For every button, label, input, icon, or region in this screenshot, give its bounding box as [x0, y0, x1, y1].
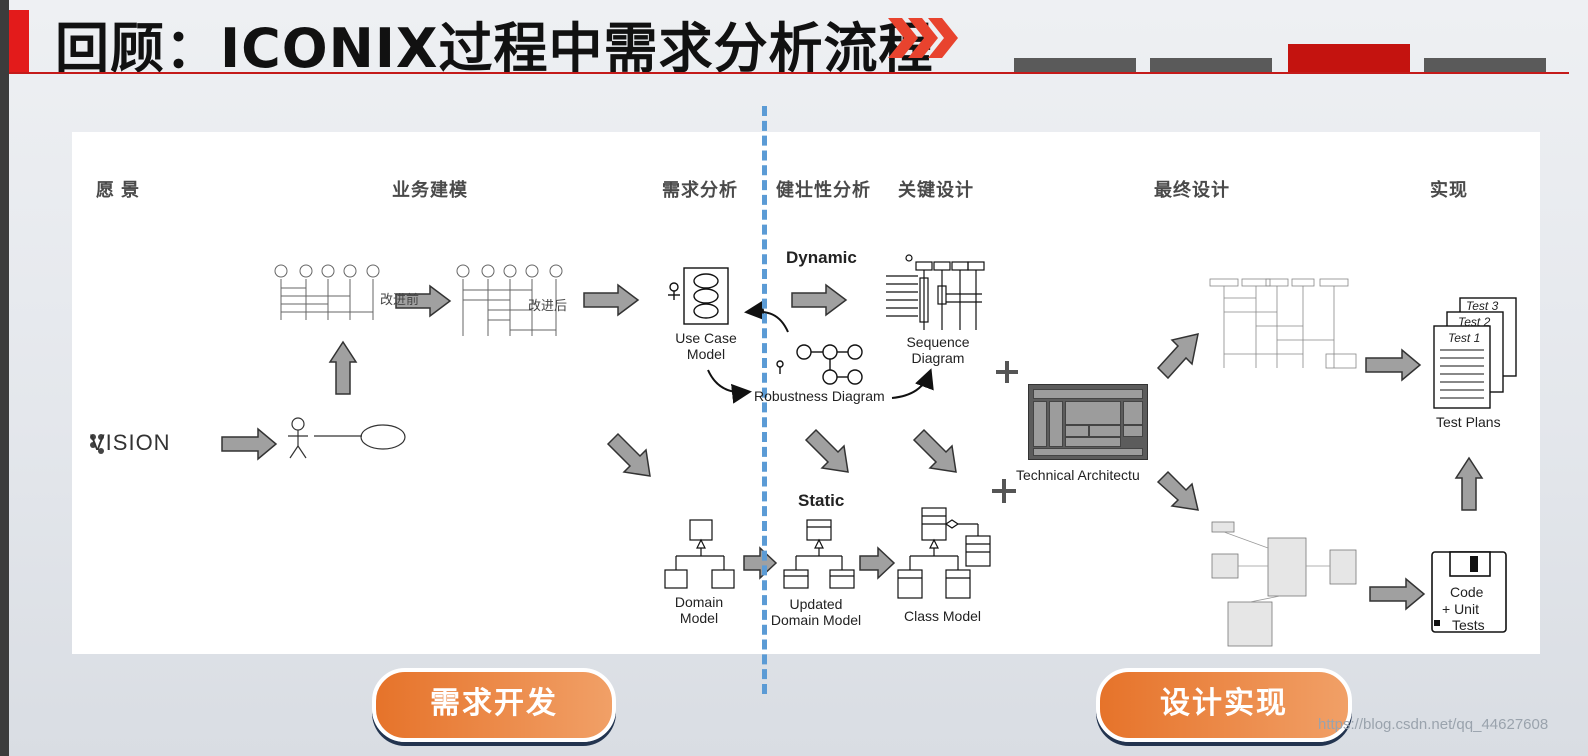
- column-header-key-design: 关键设计: [898, 180, 974, 200]
- label-use-case-model: Use Case Model: [675, 330, 737, 362]
- block-arrow: [606, 432, 651, 477]
- block-arrow: [1369, 577, 1426, 611]
- block-arrow: [743, 546, 778, 580]
- label-tests: Tests: [1452, 617, 1485, 633]
- nav-segment-4[interactable]: [1424, 58, 1546, 72]
- column-header-requirements: 需求分析: [662, 180, 738, 200]
- label-class-model: Class Model: [904, 608, 982, 624]
- label-updated-domain-model: Updated Domain Model: [770, 596, 862, 628]
- label-before-improvement: 改进前: [380, 292, 420, 307]
- label-test-2: Test 2: [1458, 315, 1491, 329]
- label-test-plans: Test Plans: [1436, 414, 1501, 430]
- column-header-vision: 愿 景: [96, 180, 141, 200]
- label-domain-model: Domain Model: [674, 594, 724, 626]
- block-arrow: [804, 428, 849, 473]
- nav-segment-3-active[interactable]: [1288, 44, 1410, 72]
- label-sequence-diagram: Sequence Diagram: [906, 334, 970, 366]
- chevron-right-icon: [888, 18, 958, 58]
- label-after-improvement: 改进后: [528, 298, 568, 313]
- block-arrow: [221, 427, 278, 461]
- block-arrow: [1365, 348, 1422, 382]
- block-arrow: [1156, 470, 1199, 511]
- block-arrow: [395, 284, 452, 318]
- label-code: Code: [1450, 584, 1484, 600]
- title-accent-bar: [9, 10, 29, 72]
- label-dynamic: Dynamic: [786, 248, 857, 267]
- block-arrow: [859, 546, 896, 580]
- block-arrow: [328, 340, 358, 395]
- block-arrow: [1454, 456, 1484, 511]
- watermark-url: https://blog.csdn.net/qq_44627608: [1318, 716, 1549, 733]
- block-arrow: [791, 283, 848, 317]
- column-header-final-design: 最终设计: [1154, 180, 1230, 200]
- block-arrow: [583, 283, 640, 317]
- label-unit: + Unit: [1442, 601, 1479, 617]
- label-static: Static: [798, 491, 845, 510]
- label-robustness-diagram: Robustness Diagram: [754, 388, 885, 404]
- column-header-implementation: 实现: [1430, 180, 1468, 200]
- left-edge-bar: [0, 0, 9, 756]
- page-title: 回顾：ICONIX过程中需求分析流程: [55, 17, 934, 80]
- label-test-1: Test 1: [1448, 331, 1481, 345]
- title-underline: [9, 72, 1569, 74]
- vision-logo-text: VISION: [90, 430, 171, 455]
- block-arrow: [912, 428, 957, 473]
- label-test-3: Test 3: [1466, 299, 1499, 313]
- nav-segment-2[interactable]: [1150, 58, 1272, 72]
- nav-segment-1[interactable]: [1014, 58, 1136, 72]
- requirements-development-button[interactable]: 需求开发: [372, 668, 616, 742]
- label-technical-architecture: Technical Architectu: [1016, 467, 1140, 483]
- phase-divider-line: [762, 106, 767, 694]
- column-header-robustness: 健壮性分析: [776, 180, 871, 200]
- technical-architecture-diagram: [1028, 384, 1148, 460]
- block-arrow: [1156, 333, 1199, 380]
- design-implementation-button[interactable]: 设计实现: [1096, 668, 1352, 742]
- column-header-business-modeling: 业务建模: [392, 180, 468, 200]
